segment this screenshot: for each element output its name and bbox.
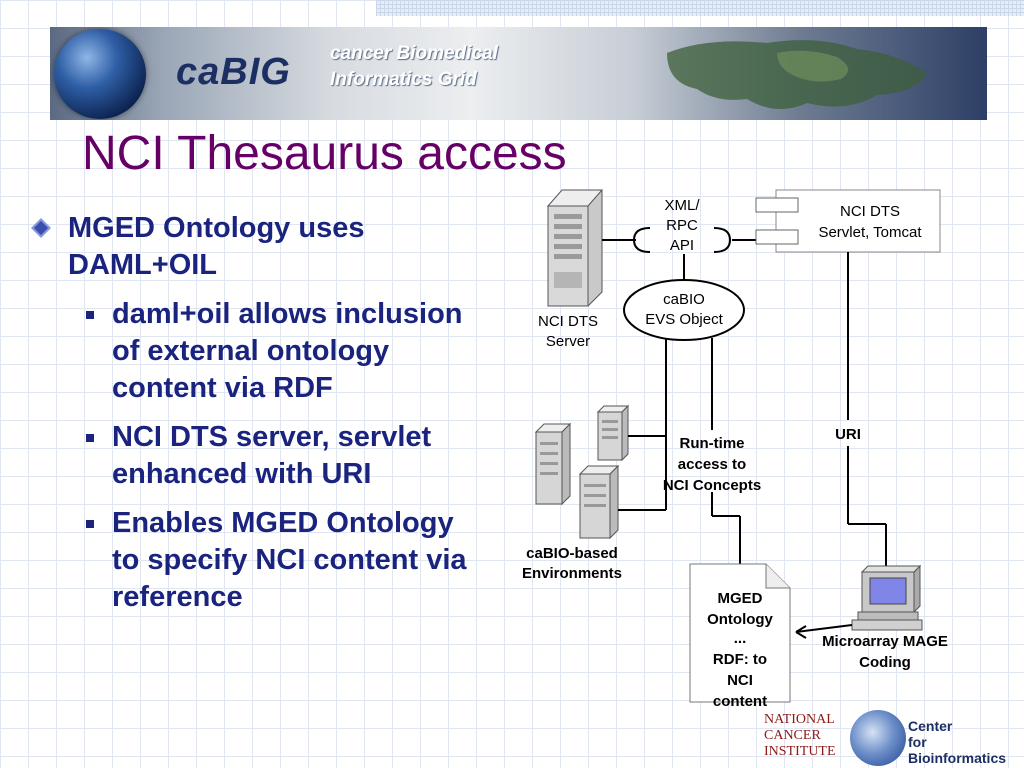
cabig-banner: caBIG cancer Biomedical Informatics Grid xyxy=(50,27,987,120)
runtime-label-line-3: NCI Concepts xyxy=(663,477,761,494)
api-connector xyxy=(602,227,756,253)
runtime-label-line-2: access to xyxy=(678,456,746,473)
api-label-line-2: RPC xyxy=(666,217,698,234)
slide-title: NCI Thesaurus access xyxy=(82,127,567,180)
architecture-diagram: NCI DTS Server XML/ RPC API NCI DTS Serv… xyxy=(522,189,948,710)
diamond-bullet-icon xyxy=(31,218,51,238)
server-label-line-2: Server xyxy=(546,333,590,350)
environments-label-line-2: Environments xyxy=(522,565,622,582)
environments-label-line-1: caBIO-based xyxy=(526,545,618,562)
bioinformatics-badge-icon xyxy=(850,710,906,766)
bullet-sub-1-text: daml+oil allows inclusion of external on… xyxy=(112,298,463,404)
servlet-label-line-2: Servlet, Tomcat xyxy=(818,224,922,241)
ontology-document-icon xyxy=(689,563,791,703)
server-label-line-1: NCI DTS xyxy=(538,313,598,330)
nci-logo-line-1: NATIONAL xyxy=(764,712,835,727)
square-bullet-icon xyxy=(86,434,94,442)
bullet-sub-3-text: Enables MGED Ontology to specify NCI con… xyxy=(112,507,467,613)
ontology-label-line-2: Ontology xyxy=(707,611,773,628)
north-america-map-icon xyxy=(667,40,927,110)
nci-logo-line-2: CANCER xyxy=(764,728,821,743)
bullet-sub-1: daml+oil allows inclusion of external on… xyxy=(30,296,480,407)
api-label-line-3: API xyxy=(670,237,694,254)
center-for-bioinformatics-logo: Center for Bioinformatics xyxy=(908,718,1006,766)
bullet-main: MGED Ontology uses DAML+OIL xyxy=(30,210,480,284)
corner-pattern xyxy=(376,0,1024,16)
evs-label-line-1: caBIO xyxy=(663,291,705,308)
api-label-line-1: XML/ xyxy=(664,197,700,214)
bullet-list: MGED Ontology uses DAML+OIL daml+oil all… xyxy=(30,210,480,616)
bullet-sub-3: Enables MGED Ontology to specify NCI con… xyxy=(30,505,480,616)
bullet-main-text: MGED Ontology uses DAML+OIL xyxy=(68,212,365,281)
bullet-sub-2-text: NCI DTS server, servlet enhanced with UR… xyxy=(112,421,432,490)
coding-label-line-1: Microarray MAGE xyxy=(822,633,948,650)
servlet-component xyxy=(755,189,941,253)
runtime-label-line-1: Run-time xyxy=(680,435,745,452)
microarray-computer-icon xyxy=(851,564,923,631)
cabio-environment-servers-icon xyxy=(534,404,666,540)
ontology-label-line-5: NCI xyxy=(727,672,753,689)
tagline-line-2: Informatics Grid xyxy=(330,69,477,90)
servlet-label-line-1: NCI DTS xyxy=(840,203,900,220)
square-bullet-icon xyxy=(86,520,94,528)
cabig-logo-text: caBIG xyxy=(176,51,291,93)
evs-label-line-2: EVS Object xyxy=(645,311,723,328)
nci-logo-line-3: INSTITUTE xyxy=(764,744,836,759)
ontology-label-line-6: content xyxy=(713,693,767,710)
center-line-2: for xyxy=(908,734,927,750)
ontology-label-line-4: RDF: to xyxy=(713,651,767,668)
nci-logo: NATIONAL CANCER INSTITUTE xyxy=(764,712,848,760)
center-line-3: Bioinformatics xyxy=(908,750,1007,766)
bullet-sub-2: NCI DTS server, servlet enhanced with UR… xyxy=(30,419,480,493)
footer-logos: NATIONAL CANCER INSTITUTE Center for Bio… xyxy=(762,708,1024,768)
cabig-tagline: cancer Biomedical Informatics Grid xyxy=(330,41,560,93)
coding-label-line-2: Coding xyxy=(859,654,911,671)
nci-dts-server-icon xyxy=(546,189,604,307)
globe-icon xyxy=(54,29,146,119)
square-bullet-icon xyxy=(86,311,94,319)
ontology-label-line-3: ... xyxy=(734,630,747,647)
center-line-1: Center xyxy=(908,718,953,734)
tagline-line-1: cancer Biomedical xyxy=(330,43,498,64)
uri-label: URI xyxy=(835,426,861,443)
evs-object-node xyxy=(623,279,745,341)
ontology-label-line-1: MGED xyxy=(718,590,763,607)
